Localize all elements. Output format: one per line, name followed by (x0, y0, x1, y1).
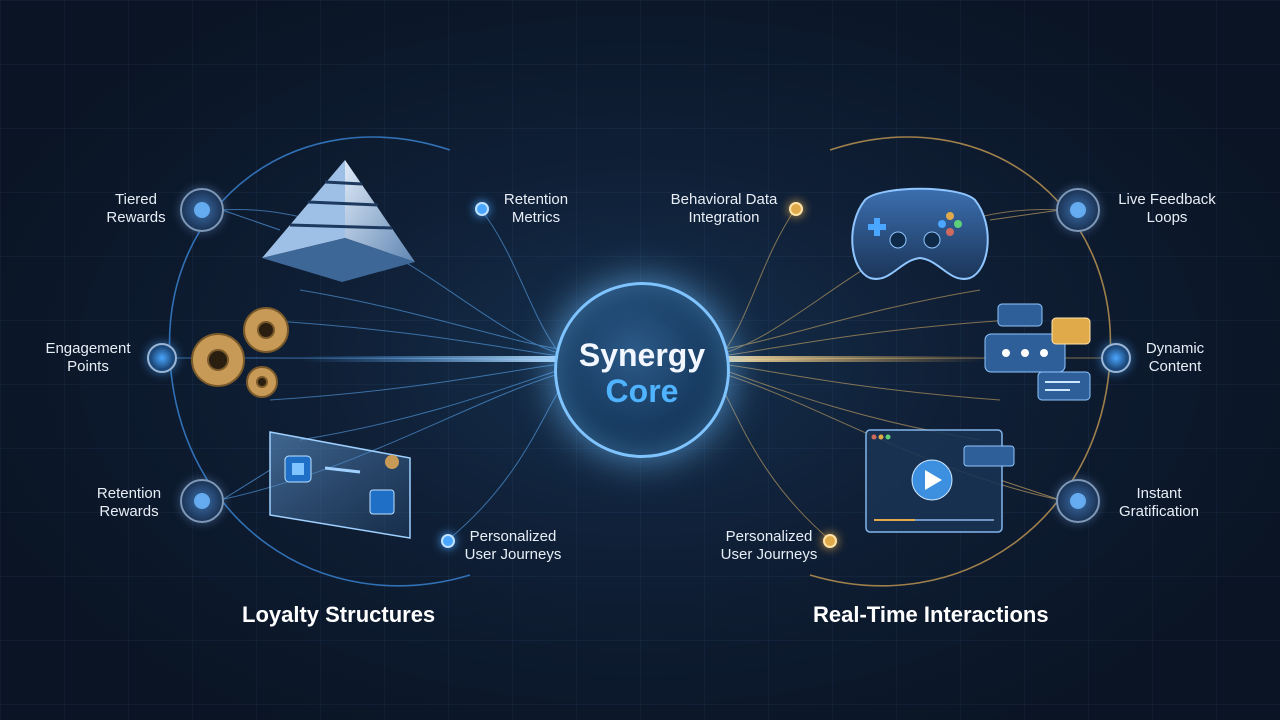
core-title-line2: Core (605, 373, 679, 409)
chat-bubbles-icon (984, 303, 1091, 401)
tiered-rewards-icon (194, 202, 210, 218)
dynamic-content-node[interactable] (1101, 343, 1131, 373)
retention-metrics-node[interactable] (475, 202, 489, 216)
game-controller-icon (851, 187, 989, 280)
retention-rewards-node[interactable] (180, 479, 224, 523)
live-feedback-icon (1070, 202, 1086, 218)
synergy-core[interactable]: Synergy Core (554, 282, 730, 458)
pyramid-icon (262, 160, 415, 282)
live-feedback-node[interactable] (1056, 188, 1100, 232)
core-title-line1: Synergy (578, 337, 706, 373)
section-title-real-time: Real-Time Interactions (813, 602, 1049, 627)
gears-icon (191, 307, 289, 398)
tiered-rewards-node[interactable] (180, 188, 224, 232)
personalized-journeys-right-node[interactable] (823, 534, 837, 548)
engagement-points-node[interactable] (147, 343, 177, 373)
instant-gratification-node[interactable] (1056, 479, 1100, 523)
retention-rewards-icon (194, 493, 210, 509)
personalized-journeys-left-node[interactable] (441, 534, 455, 548)
media-player-icon (865, 429, 1015, 533)
behavioral-data-node[interactable] (789, 202, 803, 216)
section-title-loyalty: Loyalty Structures (242, 602, 436, 627)
instant-gratification-icon (1070, 493, 1086, 509)
chip-card-icon (269, 431, 411, 539)
